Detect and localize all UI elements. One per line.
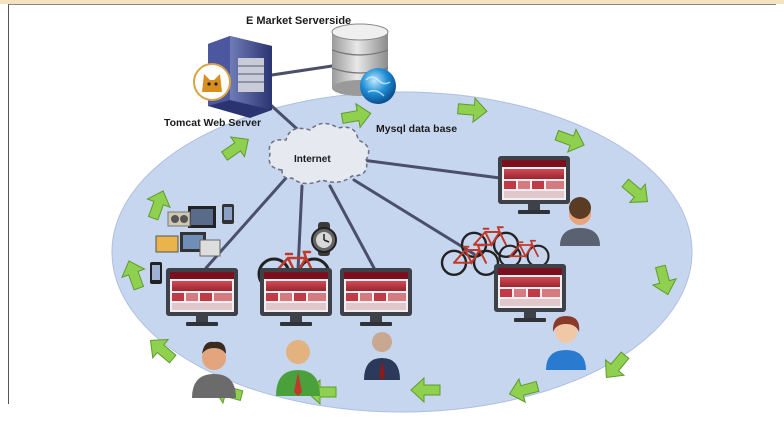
top-strip <box>0 0 784 4</box>
cloud-icon <box>268 122 370 185</box>
server-icon <box>208 36 272 118</box>
user-icon <box>364 332 400 380</box>
tomcat-icon <box>193 63 231 101</box>
database-icon <box>331 23 389 96</box>
user-icon <box>192 341 236 398</box>
internet-label: Internet <box>294 154 331 165</box>
database-label: Mysql data base <box>376 123 457 135</box>
globe-icon <box>360 68 396 104</box>
electronics-icon <box>150 204 234 284</box>
user-icon <box>276 340 320 396</box>
diagram-frame <box>8 4 776 404</box>
web-server-label: Tomcat Web Server <box>164 117 261 129</box>
user-icon <box>546 316 586 370</box>
watch-icon <box>311 222 337 256</box>
serverside-title: E Market Serverside <box>246 15 351 27</box>
user-icon <box>560 197 600 246</box>
